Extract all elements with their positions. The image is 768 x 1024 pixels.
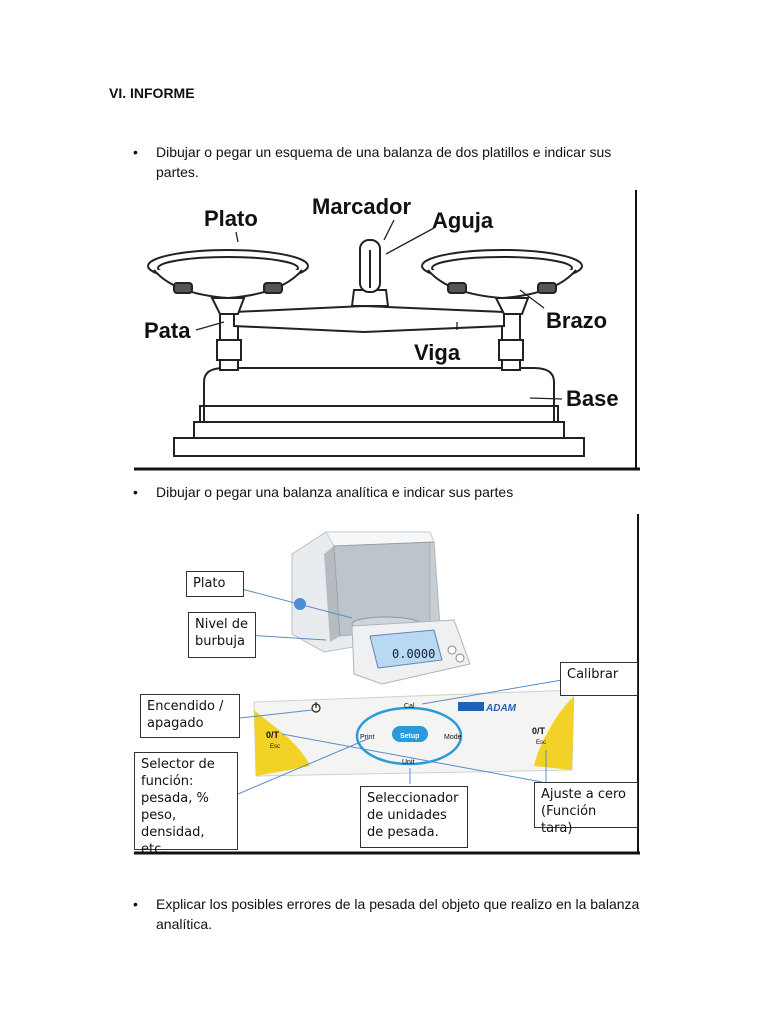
display-readout: 0.0000 (392, 647, 435, 661)
label-plato: Plato (204, 206, 258, 231)
figure-analytical-balance: 0.0000 0/T Esc 0/T Esc Setup Cal Print M… (134, 514, 640, 856)
setup-key: Setup (400, 733, 419, 740)
callout-ajuste-cero: Ajuste a cero (Función tara) (534, 782, 638, 836)
callout-seleccionador-unidades: Seleccionador de unidades de pesada. (360, 786, 468, 848)
figure-two-pan-balance: Plato Marcador Aguja Pata Brazo Viga Bas… (134, 190, 640, 472)
label-brazo: Brazo (546, 308, 607, 333)
bullet-text: Dibujar o pegar un esquema de una balanz… (156, 144, 612, 180)
label-base: Base (566, 386, 619, 411)
callout-nivel-burbuja: Nivel de burbuja (188, 612, 256, 658)
adam-logo: ADAM (458, 702, 517, 714)
label-aguja: Aguja (432, 208, 494, 233)
print-key: Print (360, 734, 374, 741)
section-heading: VI. INFORME (109, 85, 195, 101)
callout-calibrar: Calibrar (560, 662, 638, 696)
cal-key: Cal (404, 703, 415, 710)
callout-selector-funcion: Selector de función: pesada, % peso, den… (134, 752, 238, 856)
svg-text:ADAM: ADAM (485, 703, 517, 714)
mode-key: Mode (444, 734, 462, 741)
bullet-item-3: • Explicar los posibles errores de la pe… (133, 894, 646, 934)
tare-right-key: 0/T (532, 726, 546, 736)
callout-plato: Plato (186, 571, 244, 597)
esc-left-key: Esc (270, 744, 280, 750)
esc-right-key: Esc (536, 740, 546, 746)
bullet-text: Explicar los posibles errores de la pesa… (156, 896, 640, 932)
tare-left-key: 0/T (266, 730, 280, 740)
bullet-marker: • (133, 896, 138, 912)
bullet-marker: • (133, 144, 138, 160)
power-icon (311, 702, 321, 713)
label-viga: Viga (414, 340, 461, 365)
bullet-item-1: • Dibujar o pegar un esquema de una bala… (133, 142, 646, 182)
unit-key: Unit (402, 759, 415, 766)
two-pan-balance-illustration: Plato Marcador Aguja Pata Brazo Viga Bas… (134, 190, 640, 472)
bullet-item-2: • Dibujar o pegar una balanza analítica … (133, 482, 646, 502)
callout-encendido: Encendido / apagado (140, 694, 240, 738)
label-pata: Pata (144, 318, 191, 343)
label-marcador: Marcador (312, 194, 411, 219)
bullet-marker: • (133, 484, 138, 500)
bullet-text: Dibujar o pegar una balanza analítica e … (156, 484, 514, 500)
